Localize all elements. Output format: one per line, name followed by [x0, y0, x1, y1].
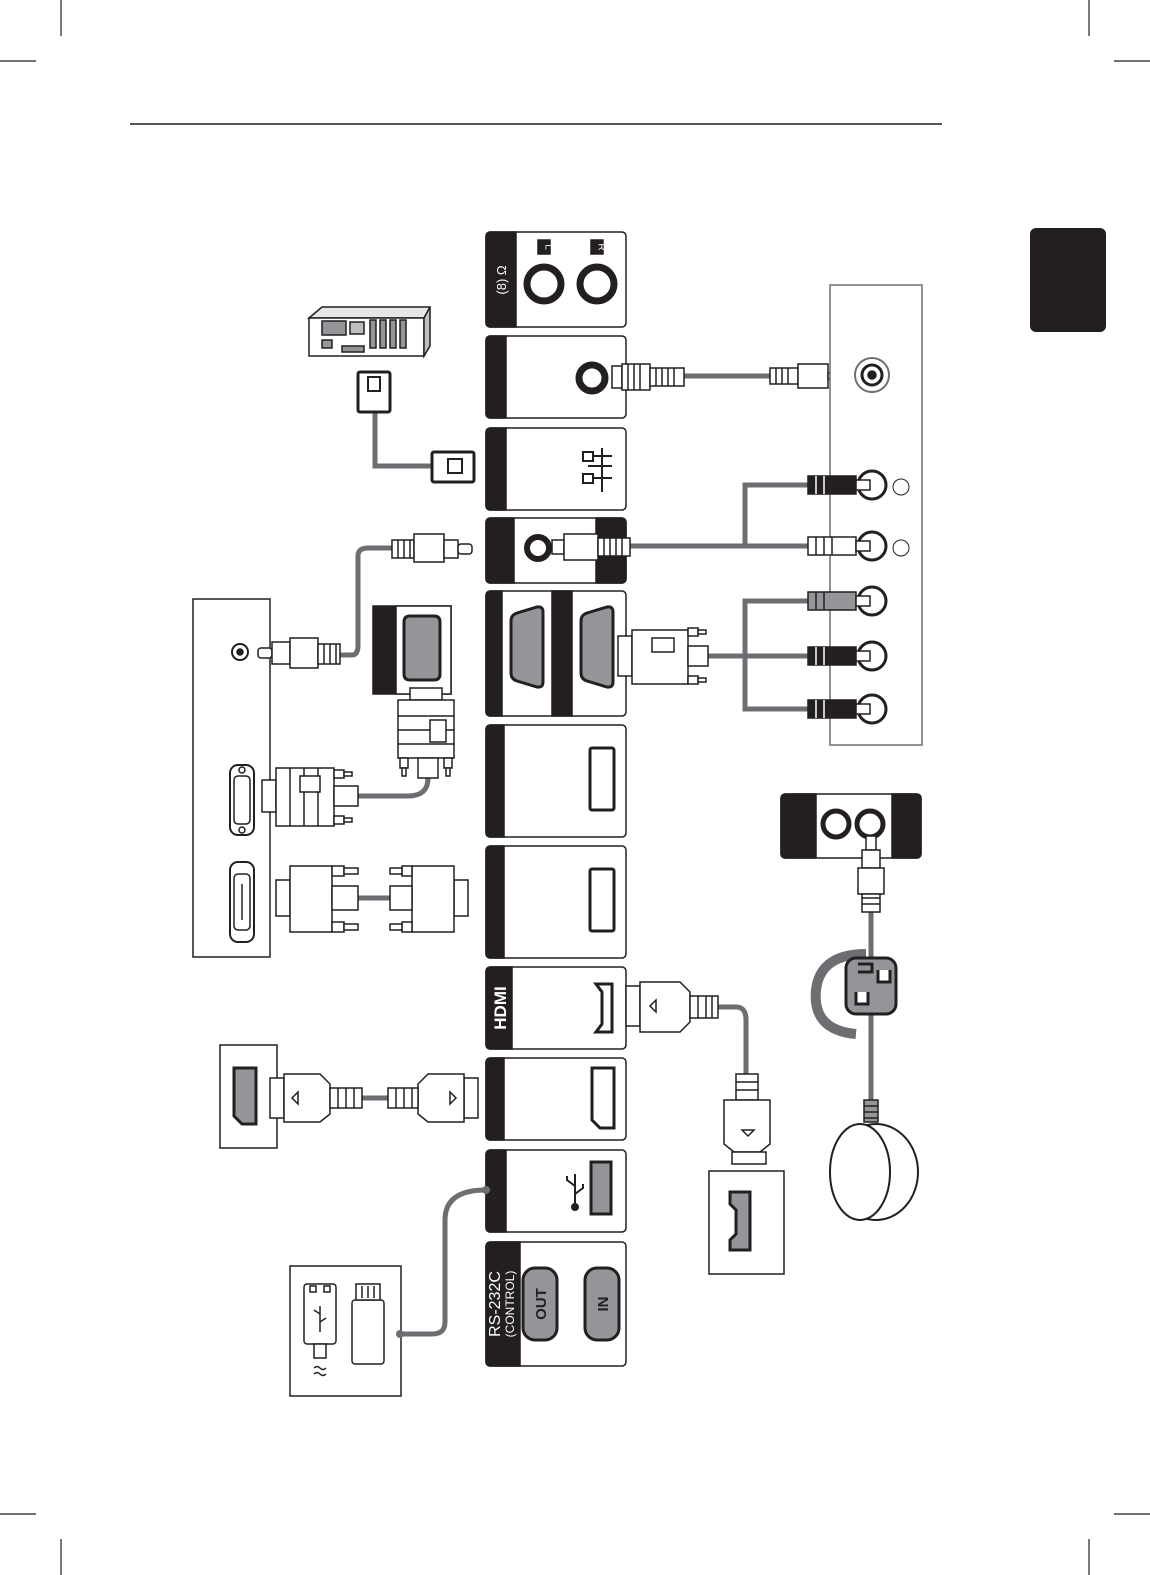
displayport-port-panel: [486, 1058, 626, 1140]
usb-cable: [400, 1190, 486, 1334]
port-panels: [486, 232, 626, 1366]
rgb-cable: [357, 778, 428, 796]
lan-port-panel: [486, 428, 626, 510]
dvi-plug-pc: [276, 866, 358, 932]
chapter-tab: [1030, 228, 1106, 332]
hdmi-logo: HDMI: [491, 986, 510, 1029]
displayport-plug-right: [388, 1074, 478, 1122]
tv-audio-plug-upper: [392, 534, 472, 562]
dvi-port-panel-1: [486, 725, 626, 837]
speaker-left-label: L: [542, 244, 553, 250]
dvi-port-panel-2: [486, 846, 626, 958]
lan-plug-pc-side: [358, 372, 390, 412]
rgb-plug-tv: [618, 628, 708, 684]
speaker-impedance-label: (8) Ω: [494, 265, 509, 295]
hdmi-plug-device: [724, 1074, 770, 1164]
ir-receiver-icon: [830, 1100, 918, 1220]
ferrite-core-icon: [816, 954, 896, 1034]
antenna-connector-tv: [612, 364, 684, 390]
hdmi-device: [709, 1171, 784, 1274]
rs232c-subtitle: (CONTROL): [503, 1271, 517, 1338]
displayport-device: [220, 1045, 277, 1148]
lan-plug-tv-side: [432, 452, 474, 482]
audio-jack-tv: [552, 534, 630, 560]
rs232c-title: RS-232C: [487, 1271, 504, 1337]
component-cable: [708, 601, 808, 709]
vga-plug-vertical: [398, 688, 454, 778]
vga-port-illustration: [373, 606, 451, 694]
hdmi-plug-tv: [626, 982, 718, 1032]
pc-icon: [309, 307, 430, 356]
speaker-right-label: R: [595, 243, 606, 250]
dvi-plug-tv: [390, 866, 468, 932]
hdmi-cable: [718, 1007, 746, 1074]
ir-receiver-port-panel: [781, 794, 921, 858]
usb-cable-dot-panel: [482, 1186, 490, 1194]
rs232c-in-label: IN: [595, 1297, 612, 1312]
displayport-plug-left: [270, 1074, 362, 1122]
vga-plug-pc: [262, 768, 358, 826]
antenna-port-panel: [486, 336, 626, 418]
audio-component-cable-l: [630, 485, 808, 546]
av-device-panel: [830, 285, 922, 745]
usb-cable-dot-device: [396, 1330, 404, 1338]
usb-device-panel: [290, 1266, 401, 1396]
rs232c-out-label: OUT: [533, 1288, 550, 1320]
lan-cable: [375, 412, 432, 466]
rgb-port-panel: [486, 591, 626, 716]
usb-port-panel: [486, 1150, 626, 1232]
